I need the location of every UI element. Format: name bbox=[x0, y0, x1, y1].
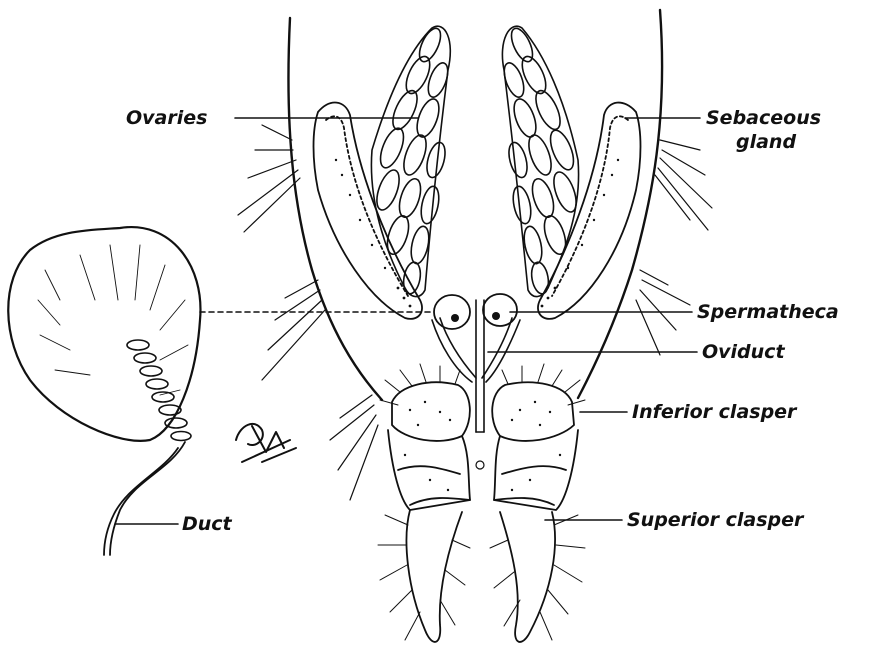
inferior-clasper-left bbox=[388, 382, 470, 510]
spermatheca-coil bbox=[127, 340, 191, 441]
spermatheca-striations bbox=[38, 245, 188, 395]
label-superior-clasper: Superior clasper bbox=[627, 509, 805, 531]
spermatheca-duct-enlarged bbox=[104, 442, 185, 555]
label-sebaceous-line1: Sebaceous bbox=[706, 107, 821, 129]
ovary-right bbox=[500, 25, 580, 296]
gland-stipple bbox=[335, 159, 619, 308]
label-inferior-clasper: Inferior clasper bbox=[632, 401, 798, 423]
leader-lines bbox=[115, 118, 700, 524]
ovary-left bbox=[371, 25, 451, 296]
label-spermatheca: Spermatheca bbox=[697, 301, 839, 323]
sebaceous-gland-left bbox=[314, 103, 423, 319]
label-ovaries: Ovaries bbox=[126, 107, 207, 129]
label-oviduct: Oviduct bbox=[702, 341, 785, 363]
clasper-stipple bbox=[404, 401, 561, 491]
oviducts bbox=[432, 300, 520, 432]
artist-monogram bbox=[236, 424, 296, 462]
spermatheca-enlarged bbox=[8, 227, 200, 441]
clasper-hairs bbox=[380, 364, 585, 405]
label-duct: Duct bbox=[182, 513, 233, 535]
label-sebaceous-line2: gland bbox=[736, 131, 796, 153]
